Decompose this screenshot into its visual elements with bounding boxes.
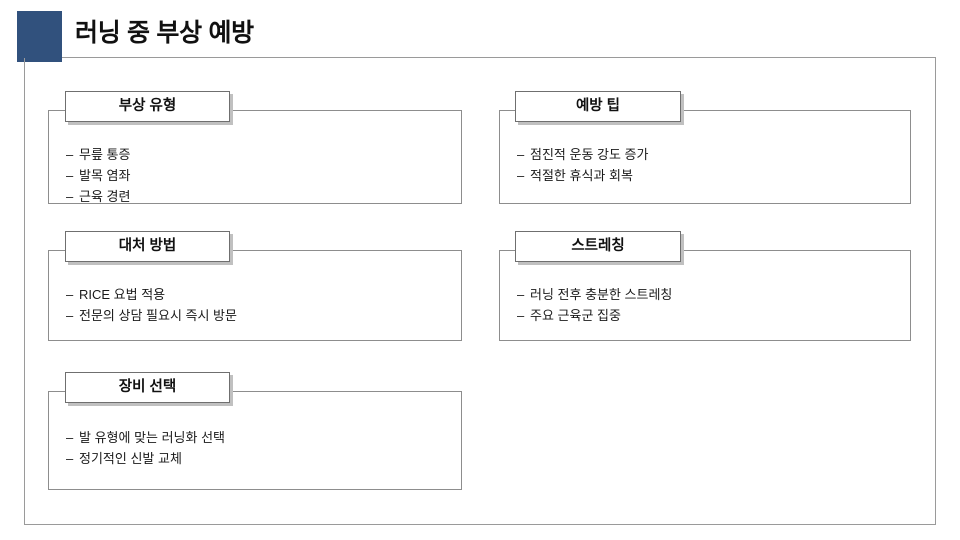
list-item-label: 적절한 휴식과 회복 <box>530 168 633 183</box>
card-heading-label: 대처 방법 <box>118 238 177 254</box>
card-heading-label: 장비 선택 <box>118 379 177 395</box>
bullet-dash-icon: – <box>66 189 74 204</box>
list-item-label: 주요 근육군 집중 <box>530 308 621 323</box>
slide-header: 러닝 중 부상 예방 <box>0 0 960 62</box>
list-item: – 근육 경련 <box>66 186 130 207</box>
list-item: – 발목 염좌 <box>66 165 130 186</box>
list-item: – 점진적 운동 강도 증가 <box>517 144 648 165</box>
list-item: – 전문의 상담 필요시 즉시 방문 <box>66 305 237 326</box>
bullet-dash-icon: – <box>66 287 74 302</box>
list-item-label: 러닝 전후 충분한 스트레칭 <box>530 287 673 302</box>
header-divider <box>62 57 936 58</box>
page-title: 러닝 중 부상 예방 <box>75 19 254 47</box>
bullet-dash-icon: – <box>517 287 525 302</box>
card-header-stretching[interactable]: 스트레칭 <box>515 231 681 262</box>
card-header-treatment[interactable]: 대처 방법 <box>65 231 230 262</box>
bullet-dash-icon: – <box>66 147 74 162</box>
list-item-label: RICE 요법 적용 <box>79 287 166 302</box>
list-item-label: 무릎 통증 <box>79 147 131 162</box>
bullet-list: – 러닝 전후 충분한 스트레칭 – 주요 근육군 집중 <box>517 284 672 326</box>
bullet-list: – 점진적 운동 강도 증가 – 적절한 휴식과 회복 <box>517 144 648 186</box>
bullet-list: – RICE 요법 적용 – 전문의 상담 필요시 즉시 방문 <box>66 284 237 326</box>
card-header-prevention-tips[interactable]: 예방 팁 <box>515 91 681 122</box>
list-item-label: 정기적인 신발 교체 <box>79 451 182 466</box>
bullet-dash-icon: – <box>66 451 74 466</box>
card-body <box>48 250 462 341</box>
list-item: – 발 유형에 맞는 러닝화 선택 <box>66 427 225 448</box>
card-body <box>48 391 462 490</box>
bullet-dash-icon: – <box>517 168 525 183</box>
card-body <box>48 110 462 204</box>
title-accent-bar <box>17 11 62 62</box>
bullet-list: – 무릎 통증 – 발목 염좌 – 근육 경련 <box>66 144 130 207</box>
bullet-dash-icon: – <box>517 147 525 162</box>
list-item: – 무릎 통증 <box>66 144 130 165</box>
list-item: – 주요 근육군 집중 <box>517 305 672 326</box>
bullet-dash-icon: – <box>66 308 74 323</box>
list-item: – 러닝 전후 충분한 스트레칭 <box>517 284 672 305</box>
list-item-label: 전문의 상담 필요시 즉시 방문 <box>79 308 237 323</box>
bullet-dash-icon: – <box>66 168 74 183</box>
list-item-label: 근육 경련 <box>79 189 131 204</box>
card-body <box>499 250 911 341</box>
bullet-dash-icon: – <box>517 308 525 323</box>
card-heading-label: 예방 팁 <box>575 98 621 114</box>
list-item: – 적절한 휴식과 회복 <box>517 165 648 186</box>
list-item-label: 발 유형에 맞는 러닝화 선택 <box>79 430 226 445</box>
list-item: – RICE 요법 적용 <box>66 284 237 305</box>
card-heading-label: 부상 유형 <box>118 98 177 114</box>
list-item-label: 점진적 운동 강도 증가 <box>530 147 649 162</box>
bullet-list: – 발 유형에 맞는 러닝화 선택 – 정기적인 신발 교체 <box>66 427 225 469</box>
list-item: – 정기적인 신발 교체 <box>66 448 225 469</box>
card-body <box>499 110 911 204</box>
card-header-gear[interactable]: 장비 선택 <box>65 372 230 403</box>
list-item-label: 발목 염좌 <box>79 168 131 183</box>
card-header-injury-types[interactable]: 부상 유형 <box>65 91 230 122</box>
card-heading-label: 스트레칭 <box>571 238 625 254</box>
bullet-dash-icon: – <box>66 430 74 445</box>
content-frame <box>24 58 936 525</box>
